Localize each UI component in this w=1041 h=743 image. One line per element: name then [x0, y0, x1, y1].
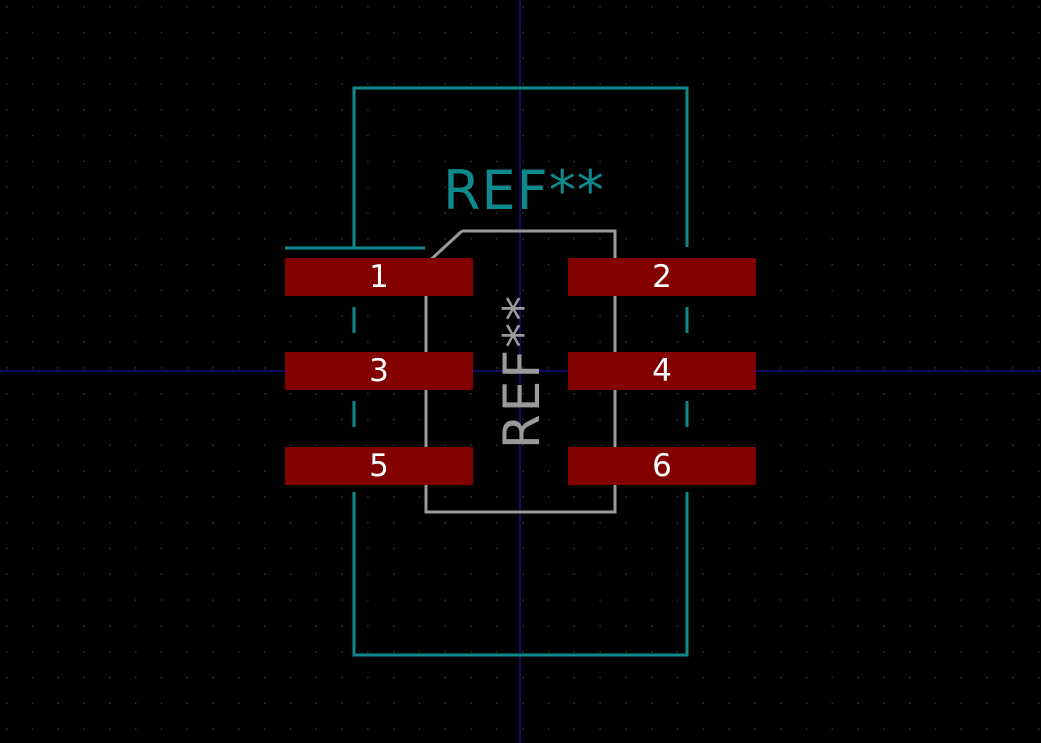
pad-number-label: 5 — [369, 448, 389, 484]
pad-5[interactable]: 5 — [285, 447, 473, 485]
pad-number-label: 2 — [652, 259, 672, 295]
pad-number-label: 1 — [369, 259, 389, 295]
pad-number-label: 4 — [652, 353, 672, 389]
fab-reference-text[interactable]: REF** — [493, 294, 551, 449]
pad-2[interactable]: 2 — [568, 258, 756, 296]
silkscreen-reference-text[interactable]: REF** — [443, 159, 605, 222]
pad-number-label: 6 — [652, 448, 672, 484]
pad-3[interactable]: 3 — [285, 352, 473, 390]
pad-4[interactable]: 4 — [568, 352, 756, 390]
pad-shape[interactable] — [285, 258, 473, 296]
pad-number-label: 3 — [369, 353, 389, 389]
pad-shape[interactable] — [568, 447, 756, 485]
pad-shape[interactable] — [568, 352, 756, 390]
pad-shape[interactable] — [285, 352, 473, 390]
pad-1[interactable]: 1 — [285, 258, 473, 296]
pads[interactable]: 1 2 3 4 5 6 — [285, 258, 756, 485]
silkscreen-outline — [285, 86, 689, 657]
pad-shape[interactable] — [568, 258, 756, 296]
pad-shape[interactable] — [285, 447, 473, 485]
pad-6[interactable]: 6 — [568, 447, 756, 485]
